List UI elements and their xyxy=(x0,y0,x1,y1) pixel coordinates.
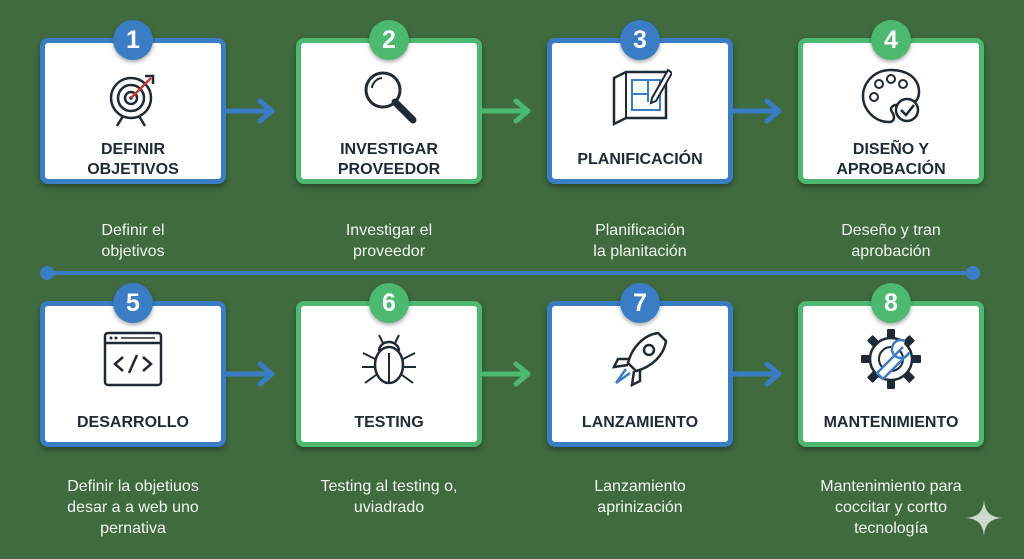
rocket-icon xyxy=(608,327,672,391)
step-description: Deseño y tran aprobación xyxy=(841,222,941,260)
step-number-badge: 7 xyxy=(620,283,660,323)
step-number-badge: 2 xyxy=(369,20,409,60)
step-description: Planificación la planitación xyxy=(593,222,687,260)
step-description: Mantenimiento para coccitar y cortto tec… xyxy=(820,478,962,537)
step-title: DESARROLLO xyxy=(77,414,189,431)
palette-icon xyxy=(859,64,923,128)
step-card xyxy=(40,301,226,447)
step-number-badge: 6 xyxy=(369,283,409,323)
process-step: 7 LANZAMIENTO xyxy=(547,283,747,453)
flow-arrow xyxy=(729,359,787,389)
step-title: DEFINIR OBJETIVOS xyxy=(87,141,179,178)
flow-arrow xyxy=(222,96,280,126)
step-number-badge: 1 xyxy=(113,20,153,60)
step-number-badge: 4 xyxy=(871,20,911,60)
process-step: 4 DISEÑO Y APROBACIÓN xyxy=(798,20,998,190)
step-description: Investigar el proveedor xyxy=(345,222,433,260)
step-description: Definir la objetiuos desar a a web uno p… xyxy=(67,478,199,537)
process-step: 6 TESTING xyxy=(296,283,496,453)
process-step: 1 DEFINIR OBJETIVOS xyxy=(40,20,240,190)
step-number-badge: 8 xyxy=(871,283,911,323)
step-description: Testing al testing o, uviadrado xyxy=(320,478,458,516)
step-title: TESTING xyxy=(354,414,424,431)
step-description: Definir el objetivos xyxy=(101,222,165,260)
step-title: INVESTIGAR PROVEEDOR xyxy=(337,141,441,178)
blueprint-icon xyxy=(608,64,672,128)
bug-icon xyxy=(357,327,421,391)
sparkle-icon xyxy=(966,500,1002,536)
process-step: 2 INVESTIGAR PROVEEDOR xyxy=(296,20,496,190)
magnifier-icon xyxy=(357,64,421,128)
flow-arrow xyxy=(222,359,280,389)
flow-arrow xyxy=(478,96,536,126)
step-title: DISEÑO Y APROBACIÓN xyxy=(836,141,946,178)
flow-arrow xyxy=(729,96,787,126)
step-title: MANTENIMIENTO xyxy=(823,414,959,431)
process-step: 3 PLANIFICACIÓN xyxy=(547,20,747,190)
step-card xyxy=(296,38,482,184)
flow-arrow xyxy=(478,359,536,389)
target-icon xyxy=(101,64,165,128)
step-title: PLANIFICACIÓN xyxy=(577,151,703,168)
gear-wrench-icon xyxy=(859,327,923,391)
code-window-icon xyxy=(101,327,165,391)
process-step: 8 MANTENIMIENTO xyxy=(798,283,998,453)
step-title: LANZAMIENTO xyxy=(581,414,699,431)
process-step: 5 DESARROLLO xyxy=(40,283,240,453)
step-number-badge: 5 xyxy=(113,283,153,323)
timeline-divider xyxy=(40,266,980,280)
step-description: Lanzamiento aprinización xyxy=(594,478,686,516)
step-number-badge: 3 xyxy=(620,20,660,60)
